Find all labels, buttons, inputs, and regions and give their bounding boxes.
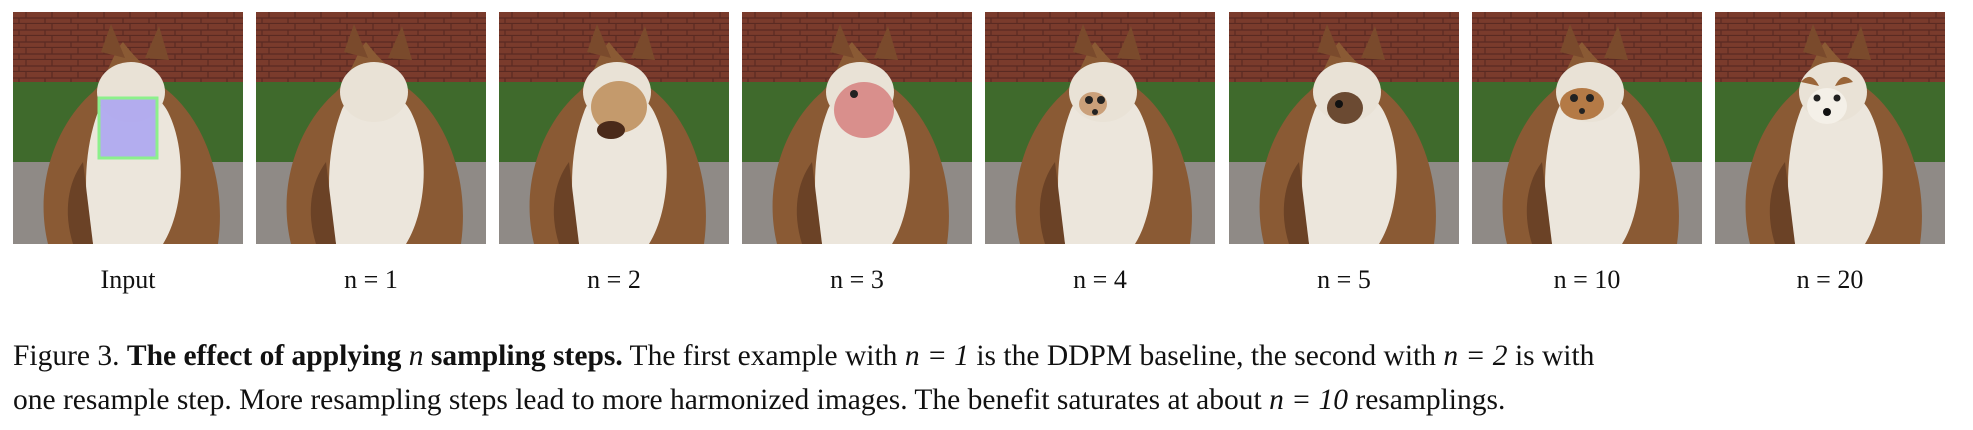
dog-image-6 — [1229, 12, 1459, 244]
dog-image-3 — [499, 12, 729, 244]
caption-line-1: Figure 3. The effect of applying n sampl… — [13, 340, 1595, 372]
panel-label: n = 20 — [1796, 265, 1864, 294]
figure-caption: Figure 3. The effect of applying n sampl… — [13, 334, 1963, 422]
dog-image-4 — [742, 12, 972, 244]
caption-title: The effect of applying n sampling steps. — [126, 340, 623, 372]
equation-n2: n = 2 — [1443, 340, 1508, 372]
panel-label: n = 10 — [1553, 265, 1621, 294]
panel-label: n = 5 — [1317, 265, 1371, 294]
figure-number: Figure 3. — [13, 340, 120, 372]
panel-label: Input — [100, 265, 156, 294]
dog-image-2 — [256, 12, 486, 244]
equation-n1: n = 1 — [904, 340, 969, 372]
panel-label: n = 4 — [1073, 265, 1127, 294]
equation-n10: n = 10 — [1269, 384, 1349, 416]
dog-image-5 — [985, 12, 1215, 244]
dog-image-1 — [13, 12, 243, 244]
caption-line-2: one resample step. More resampling steps… — [13, 384, 1506, 416]
panel-label: n = 1 — [344, 265, 398, 294]
panel-label: n = 3 — [830, 265, 884, 294]
image-strip — [13, 12, 1961, 244]
dog-image-8 — [1715, 12, 1945, 244]
panel-label: n = 2 — [587, 265, 641, 294]
dog-image-7 — [1472, 12, 1702, 244]
panel-labels: Input n = 1 n = 2 n = 3 n = 4 n = 5 n = 10 n = … — [13, 262, 1961, 302]
